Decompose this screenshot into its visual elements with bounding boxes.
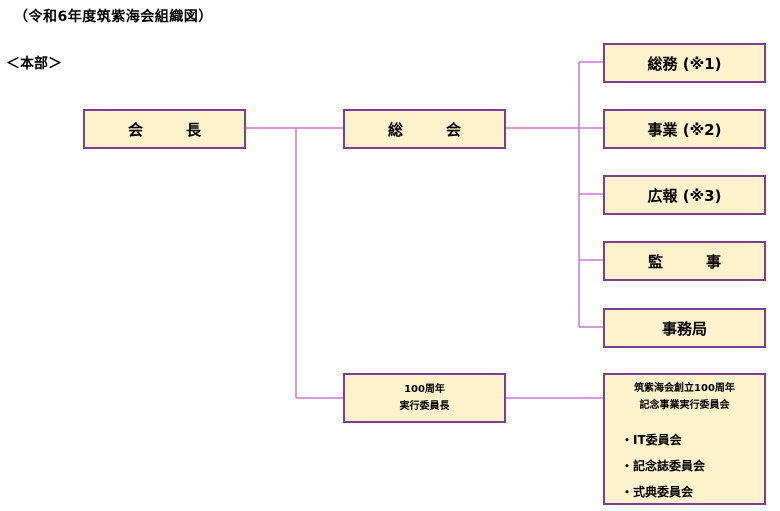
- node-centennial-committee: 筑紫海会創立100周年 記念事業実行委員会 ・IT委員会 ・記念誌委員会 ・式典…: [603, 373, 766, 505]
- node-centennial-chair-line2: 実行委員長: [399, 401, 450, 412]
- node-secretariat: 事務局: [603, 308, 766, 348]
- node-general-affairs: 総務 (※1): [603, 43, 766, 83]
- node-auditor: 監 事: [603, 241, 766, 281]
- node-centennial-chair-line1: 100周年: [404, 384, 445, 395]
- subcommittee-item: ・式典委員会: [621, 485, 694, 499]
- subcommittee-item: ・IT委員会: [621, 433, 682, 447]
- node-public-relations-label: 広報 (※3): [647, 186, 722, 205]
- committee-heading: 筑紫海会創立100周年 記念事業実行委員会: [605, 380, 764, 414]
- node-general-assembly: 総 会: [343, 109, 506, 149]
- node-president-label: 会 長: [127, 120, 215, 139]
- committee-heading-line2: 記念事業実行委員会: [639, 400, 730, 411]
- node-secretariat-label: 事務局: [661, 319, 707, 338]
- node-auditor-label: 監 事: [647, 252, 735, 271]
- section-label-headquarters: ＜本部＞: [6, 56, 62, 72]
- node-centennial-chair: 100周年 実行委員長: [343, 373, 506, 423]
- node-business-label: 事業 (※2): [647, 120, 722, 139]
- node-public-relations: 広報 (※3): [603, 175, 766, 215]
- node-president: 会 長: [83, 109, 246, 149]
- node-general-assembly-label: 総 会: [387, 120, 475, 139]
- subcommittee-item: ・記念誌委員会: [621, 459, 706, 473]
- node-general-affairs-label: 総務 (※1): [647, 54, 722, 73]
- page-title: （令和6年度筑紫海会組織図）: [14, 9, 213, 25]
- committee-heading-line1: 筑紫海会創立100周年: [634, 383, 735, 394]
- node-business: 事業 (※2): [603, 109, 766, 149]
